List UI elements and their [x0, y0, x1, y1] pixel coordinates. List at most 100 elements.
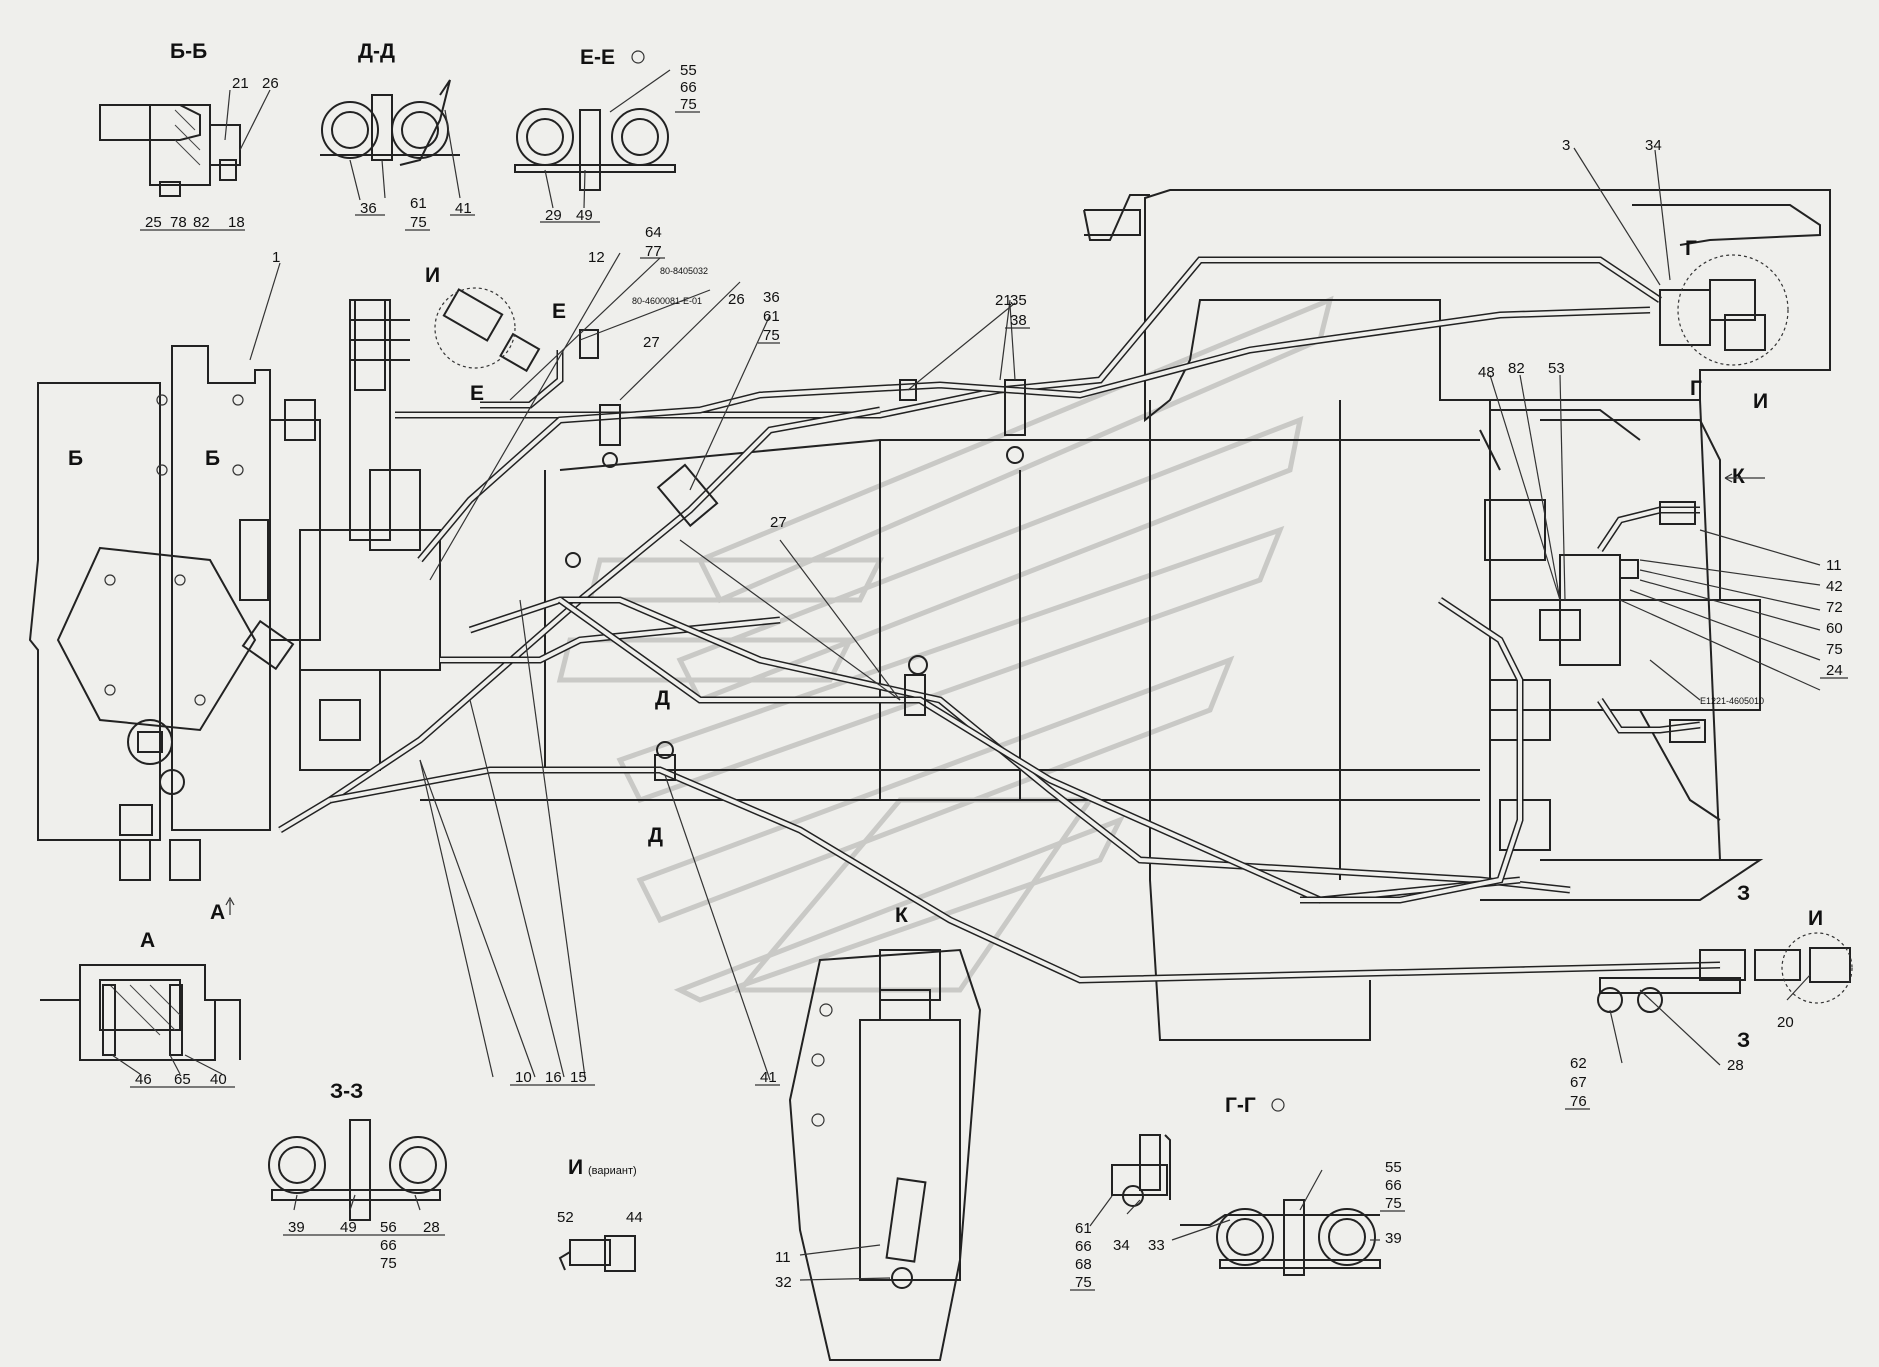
view-marker-B1: Б: [68, 447, 83, 470]
part-number: 68: [1075, 1256, 1092, 1273]
view-marker-E2: Е: [470, 382, 484, 405]
part-number: 66: [1075, 1238, 1092, 1255]
view-marker-D2: Д: [648, 824, 663, 847]
section-title-a: А: [140, 929, 155, 952]
part-number: 48: [1478, 364, 1495, 381]
part-number: 75: [1075, 1274, 1092, 1291]
view-marker-I-bottom: И: [1808, 907, 1823, 930]
part-number: 82: [1508, 360, 1525, 377]
view-marker-D1: Д: [655, 687, 670, 710]
part-number: 36: [360, 200, 377, 217]
label-underlines: [130, 111, 1848, 1291]
part-number: 35: [1010, 292, 1027, 309]
part-number: 75: [1826, 641, 1843, 658]
part-number: 78: [170, 214, 187, 231]
part-number: 75: [1385, 1195, 1402, 1212]
drawing-code: Е1221-4605010: [1700, 696, 1764, 706]
section-title-ee: Е-Е: [580, 46, 615, 69]
part-number: 61: [1075, 1220, 1092, 1237]
view-marker-I-top: И: [425, 264, 440, 287]
part-number: 12: [588, 249, 605, 266]
section-a: [40, 964, 241, 1075]
section-zz: [268, 1119, 447, 1221]
part-number: 49: [340, 1219, 357, 1236]
section-bb: [99, 89, 271, 197]
part-number: 21: [232, 75, 249, 92]
part-number: 66: [680, 79, 697, 96]
part-number: 33: [1148, 1237, 1165, 1254]
drawing-code: 80-8405032: [660, 266, 708, 276]
view-circle-I-right: [1677, 254, 1789, 366]
view-marker-G1: Г: [1685, 237, 1697, 260]
part-number: 11: [1826, 557, 1842, 574]
view-marker-Z2: З: [1737, 1029, 1750, 1052]
view-marker-A: А: [210, 901, 225, 924]
clamps-and-fittings: [442, 279, 1851, 1361]
part-number: 18: [228, 214, 245, 231]
arrow-marker-A: [225, 896, 235, 915]
part-number: 75: [380, 1255, 397, 1272]
part-number: 64: [645, 224, 662, 241]
part-number: 55: [680, 62, 697, 79]
part-number: 61: [763, 308, 780, 325]
part-number: 75: [680, 96, 697, 113]
view-marker-K-left: К: [895, 904, 908, 927]
part-number: 75: [763, 327, 780, 344]
part-number: 44: [626, 1209, 643, 1226]
part-number: 32: [775, 1274, 792, 1291]
part-number: 67: [1570, 1074, 1587, 1091]
part-number: 27: [643, 334, 660, 351]
part-number: 28: [423, 1219, 440, 1236]
part-number: 39: [1385, 1230, 1402, 1247]
part-number: 66: [380, 1237, 397, 1254]
part-number: 77: [645, 243, 662, 260]
part-number: 42: [1826, 578, 1843, 595]
section-title-zz: З-З: [330, 1080, 363, 1103]
section-title-bb: Б-Б: [170, 40, 207, 63]
section-note-i-variant: (вариант): [588, 1165, 637, 1177]
part-number-labels: 21 26 25 78 82 18 36 61 75 41 55 66 75 2…: [135, 62, 1843, 1291]
part-number: 26: [262, 75, 279, 92]
part-number: 65: [174, 1071, 191, 1088]
part-number: 38: [1010, 312, 1027, 329]
leader-lines: [249, 147, 1821, 1281]
view-marker-I-right: И: [1753, 390, 1768, 413]
part-number: 60: [1826, 620, 1843, 637]
section-i-variant: [558, 1235, 636, 1272]
part-number: 36: [763, 289, 780, 306]
part-number: 46: [135, 1071, 152, 1088]
part-number: 28: [1727, 1057, 1744, 1074]
part-number: 24: [1826, 662, 1843, 679]
part-number: 20: [1777, 1014, 1794, 1031]
view-marker-Z1: З: [1737, 882, 1750, 905]
section-title-i-variant: И: [568, 1156, 583, 1179]
part-number: 82: [193, 214, 210, 231]
part-number: 62: [1570, 1055, 1587, 1072]
part-number: 1: [272, 249, 280, 266]
part-number: 61: [410, 195, 427, 212]
part-number: 72: [1826, 599, 1843, 616]
arrow-marker-K: [1724, 473, 1765, 483]
part-number: 55: [1385, 1159, 1402, 1176]
section-title-gg: Г-Г: [1225, 1094, 1256, 1117]
section-dd: [320, 79, 461, 201]
part-number: 11: [775, 1249, 791, 1266]
part-number: 75: [410, 214, 427, 231]
part-number: 34: [1113, 1237, 1130, 1254]
part-number: 16: [545, 1069, 562, 1086]
part-number: 41: [455, 200, 472, 217]
section-ee: [514, 69, 676, 209]
part-number: 76: [1570, 1093, 1587, 1110]
part-number: 52: [557, 1209, 574, 1226]
part-number: 3: [1562, 137, 1570, 154]
view-marker-K-right: К: [1732, 465, 1745, 488]
part-number: 15: [570, 1069, 587, 1086]
pipelines: [278, 256, 1721, 984]
section-title-dd: Д-Д: [358, 40, 395, 63]
part-number: 29: [545, 207, 562, 224]
part-number: 41: [760, 1069, 777, 1086]
part-number: 39: [288, 1219, 305, 1236]
part-number: 66: [1385, 1177, 1402, 1194]
view-marker-B2: Б: [205, 447, 220, 470]
